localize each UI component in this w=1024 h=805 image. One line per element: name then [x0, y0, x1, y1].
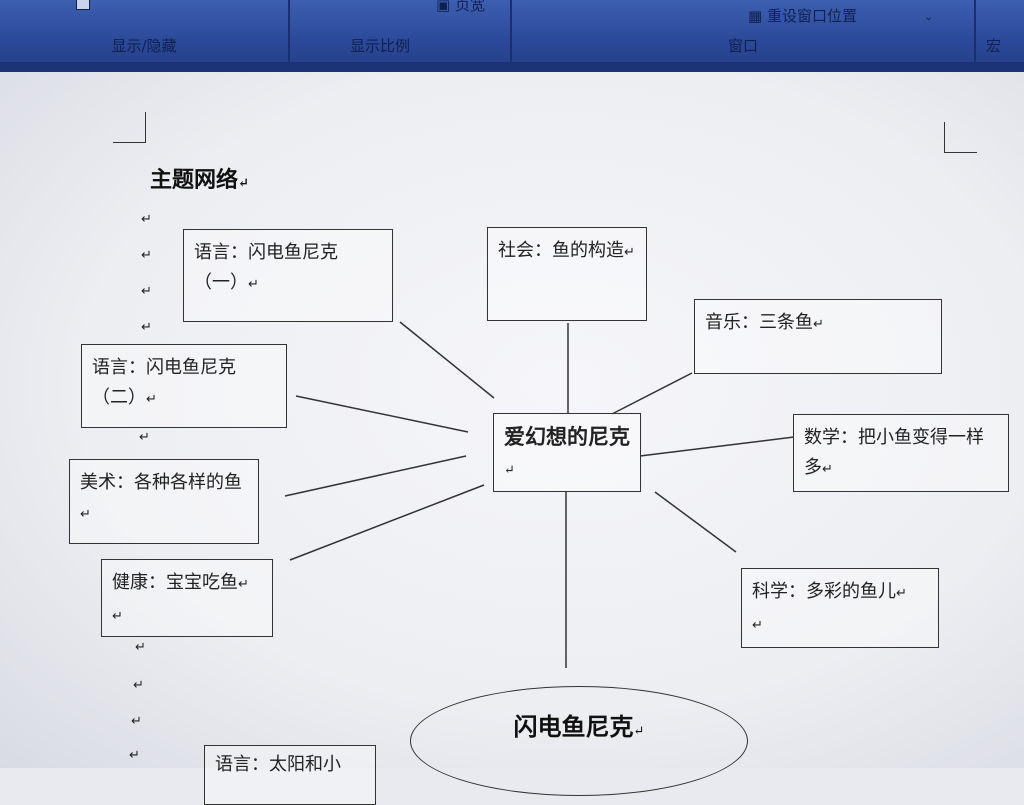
- reset-window-icon: ▦: [748, 7, 763, 25]
- node-music[interactable]: 音乐：三条鱼↵: [694, 299, 942, 374]
- connector-line: [284, 455, 467, 497]
- node-art[interactable]: 美术：各种各样的鱼↵: [69, 459, 259, 544]
- connector-line: [399, 321, 495, 399]
- node-language-2[interactable]: 语言：闪电鱼尼克（二）↵: [81, 344, 287, 428]
- margin-corner-top-right: [944, 122, 977, 153]
- document-page[interactable]: [0, 72, 1024, 768]
- group-window: ▦ 重设窗口位置 ⌄ 窗口: [512, 0, 976, 62]
- paragraph-mark: ↵: [139, 430, 150, 445]
- ribbon-bottom-border: [0, 62, 1024, 72]
- group-show-hide-label: 显示/隐藏: [111, 37, 177, 55]
- connector-line: [611, 372, 693, 415]
- node-math[interactable]: 数学：把小鱼变得一样多↵: [793, 414, 1009, 492]
- group-zoom: ▣ 页宽 显示比例: [290, 0, 512, 62]
- paragraph-mark: ↵: [129, 748, 140, 763]
- paragraph-mark: ↵: [135, 640, 146, 655]
- connector-line: [654, 491, 737, 553]
- center-node[interactable]: 爱幻想的尼克↵: [493, 413, 641, 492]
- ellipse-node[interactable]: 闪电鱼尼克↵: [410, 686, 748, 796]
- group-window-label: 窗口: [727, 37, 758, 55]
- paragraph-mark: ↵: [131, 714, 142, 729]
- ruler-checkbox[interactable]: [76, 0, 90, 10]
- paragraph-mark: ↵: [133, 678, 144, 693]
- connector-line: [639, 436, 795, 457]
- page-title: 主题网络↵: [150, 167, 249, 193]
- node-language-3[interactable]: 语言：太阳和小: [204, 745, 376, 805]
- page-width-button[interactable]: ▣ 页宽: [436, 0, 485, 15]
- group-macro-label: 宏: [986, 37, 1002, 55]
- paragraph-mark: ↵: [141, 284, 152, 299]
- chevron-down-icon[interactable]: ⌄: [924, 10, 934, 23]
- margin-corner-top-left: [113, 112, 146, 143]
- connector-lines: [284, 321, 795, 668]
- group-zoom-label: 显示比例: [349, 37, 410, 55]
- paragraph-mark: ↵: [141, 248, 152, 263]
- ribbon: 显示/隐藏 ▣ 页宽 显示比例 ▦ 重设窗口位置 ⌄ 窗口 宏: [0, 0, 1024, 72]
- page-width-icon: ▣: [436, 0, 451, 14]
- paragraph-mark: ↵: [141, 320, 152, 335]
- node-society[interactable]: 社会：鱼的构造↵: [487, 227, 647, 321]
- connector-line: [289, 484, 485, 561]
- node-science[interactable]: 科学：多彩的鱼儿↵ ↵: [741, 568, 939, 648]
- group-macro: 宏: [976, 0, 1024, 62]
- group-show-hide: 显示/隐藏: [0, 0, 290, 62]
- paragraph-mark: ↵: [141, 212, 152, 227]
- node-language-1[interactable]: 语言：闪电鱼尼克（一）↵: [183, 229, 393, 322]
- reset-window-button[interactable]: ▦ 重设窗口位置: [748, 7, 857, 25]
- node-health[interactable]: 健康：宝宝吃鱼↵ ↵: [101, 559, 273, 637]
- connector-line: [295, 395, 469, 433]
